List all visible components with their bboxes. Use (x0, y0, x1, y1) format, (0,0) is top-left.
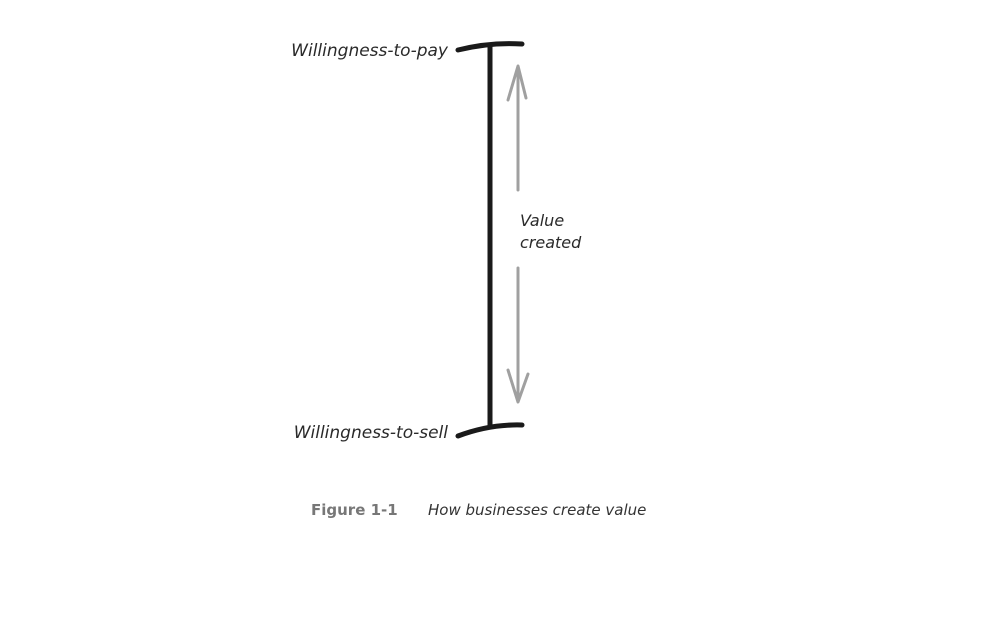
value-created-arrow (506, 64, 530, 404)
willingness-to-sell-label: Willingness-to-sell (294, 423, 449, 443)
value-created-label-line2: created (520, 233, 582, 252)
value-created-label-line1: Value (520, 211, 564, 230)
willingness-to-pay-label: Willingness-to-pay (291, 41, 449, 61)
figure-number: Figure 1-1 (311, 501, 398, 519)
figure-caption: How businesses create value (428, 501, 646, 519)
top-cap (455, 41, 525, 53)
arrow-head-up (506, 64, 528, 102)
arrow-head-down (506, 368, 530, 404)
bottom-cap (455, 422, 525, 439)
